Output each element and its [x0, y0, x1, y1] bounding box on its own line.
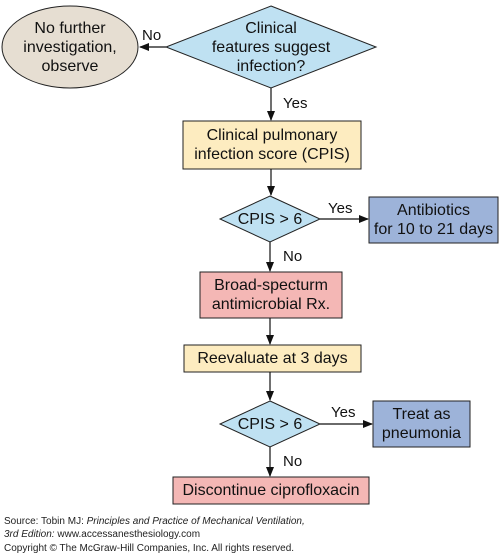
node-antibiotics-label: Antibiotics for 10 to 21 days [373, 202, 494, 238]
node-cpis-score-shape [182, 120, 362, 170]
node-clinical-features-label: Clinical features suggest infection? [211, 19, 331, 75]
node-cpis-check-2-label: CPIS > 6 [237, 415, 303, 433]
node-cpis-check-1-label: CPIS > 6 [237, 210, 303, 228]
node-treat-pneumonia-shape [372, 400, 471, 448]
edge-label-no-observe: No [142, 27, 162, 44]
edition-label: 3rd Edition: [4, 529, 55, 540]
node-reevaluate-label: Reevaluate at 3 days [197, 350, 348, 367]
node-treat-pneumonia-label: Treat as pneumonia [381, 406, 462, 442]
node-antibiotics-shape [368, 196, 499, 244]
node-broad-spectrum-shape [199, 271, 343, 319]
website-text: www.accessanesthesiology.com [54, 529, 201, 540]
node-observe-label: No further investigation, observe [23, 19, 117, 75]
edge-label-no-discontinue: No [283, 453, 303, 470]
edge-label-yes-cpis-score: Yes [283, 95, 308, 112]
node-observe-shape [1, 5, 139, 89]
edition-line: 3rd Edition: www.accessanesthesiology.co… [4, 529, 200, 541]
node-reevaluate-shape [183, 344, 362, 373]
node-cpis-score-label: Clinical pulmonary infection score (CPIS… [194, 127, 350, 163]
copyright-line: Copyright © The McGraw-Hill Companies, I… [4, 543, 295, 554]
edge-label-yes-treat: Yes [331, 404, 356, 421]
edge-label-yes-antibiotics: Yes [328, 200, 353, 217]
source-prefix: Source: Tobin MJ: [4, 516, 87, 527]
node-discontinue-label: Discontinue ciprofloxacin [182, 482, 360, 499]
node-broad-spectrum-label: Broad-specturm antimicrobial Rx. [211, 277, 331, 313]
edge-label-no-broad-spectrum: No [283, 248, 303, 265]
source-line: Source: Tobin MJ: Principles and Practic… [4, 516, 305, 528]
source-title: Principles and Practice of Mechanical Ve… [86, 516, 305, 527]
node-discontinue-shape [172, 476, 370, 505]
